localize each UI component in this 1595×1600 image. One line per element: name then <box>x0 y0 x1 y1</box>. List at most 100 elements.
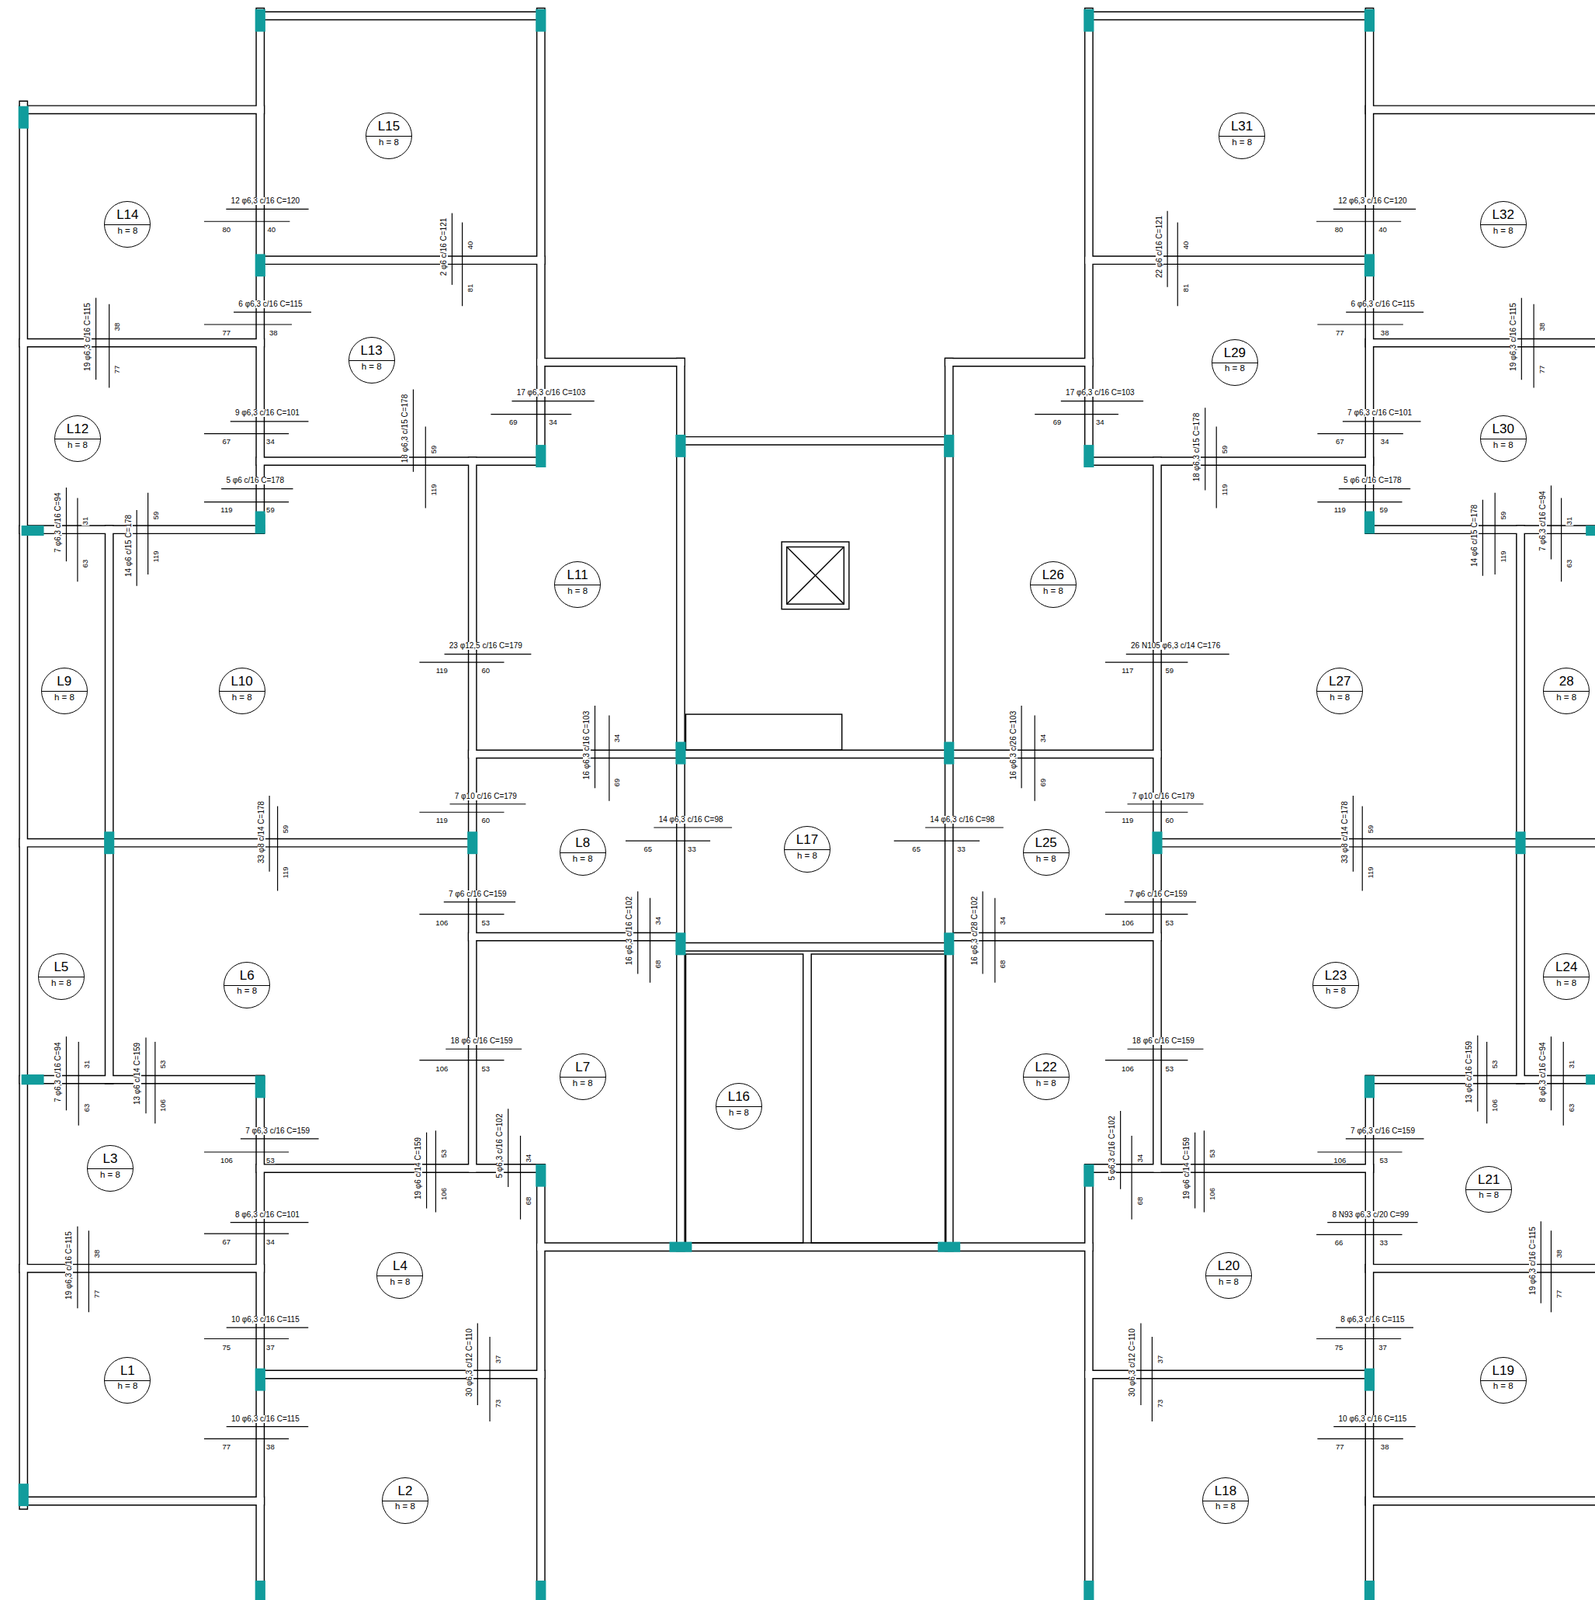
rebar-callout: 7 φ6,3 c/16 C=159 <box>244 1126 311 1135</box>
rebar-callout: 18 φ6 c/16 C=159 <box>1131 1036 1196 1045</box>
beam-fill <box>540 358 681 366</box>
bar-dimension: 34 <box>613 732 622 743</box>
slab-tag: L30h = 8 <box>1480 415 1527 462</box>
beam-fill <box>537 1168 545 1600</box>
rebar-callout: 10 φ6,3 c/16 C=115 <box>1338 1414 1408 1423</box>
rebar-callout: 26 N105 φ6,3 c/14 C=176 <box>1130 641 1221 650</box>
bar-dimension: 59 <box>1499 510 1508 521</box>
bar-dimension: 77 <box>113 364 122 375</box>
rebar-line <box>1333 208 1416 210</box>
rebar-callout: 2 φ6 c/16 C=121 <box>440 217 448 278</box>
slab-tag: L6h = 8 <box>223 961 271 1009</box>
rebar-line <box>147 492 149 575</box>
bar-dimension: 67 <box>221 438 233 447</box>
bar-dimension: 65 <box>643 845 654 853</box>
rebar-line <box>136 509 138 586</box>
beam-outline <box>536 1168 546 1600</box>
bar-dimension: 106 <box>434 918 449 927</box>
rebar-callout: 14 φ6 c/15 C=178 <box>1470 503 1479 568</box>
column <box>1364 1580 1375 1600</box>
beam-fill <box>1088 457 1370 465</box>
rebar-callout: 17 φ6,3 c/16 C=103 <box>1064 388 1136 397</box>
rebar-line <box>1204 407 1206 490</box>
rebar-callout: 5 φ6,3 c/16 C=102 <box>495 1113 504 1179</box>
rebar-callout: 19 φ6 c/14 C=159 <box>1182 1136 1191 1200</box>
slab-text: L3 <box>87 1151 133 1167</box>
rebar-callout: 18 φ6,3 c/15 C=178 <box>1192 412 1201 483</box>
rebar-line <box>226 1326 309 1328</box>
slab-tag-divider <box>1480 1380 1526 1381</box>
rebar-line <box>445 1048 522 1050</box>
rebar-line <box>204 1151 289 1152</box>
bar-dimension: 53 <box>265 1156 276 1165</box>
column <box>255 511 266 534</box>
slab-text: L1 <box>104 1363 150 1379</box>
slab-text: L24 <box>1543 960 1589 975</box>
rebar-line <box>65 1036 67 1110</box>
bar-dimension: 106 <box>1120 918 1135 927</box>
core-outline <box>686 714 843 750</box>
column <box>937 1241 961 1252</box>
rebar-callout: 12 φ6,3 c/16 C=120 <box>1337 197 1408 205</box>
beam-fill <box>472 932 681 940</box>
beam-fill <box>676 362 684 1248</box>
beam-fill <box>1157 839 1595 847</box>
bar-dimension: 38 <box>1380 329 1391 337</box>
column <box>535 444 546 468</box>
rebar-line <box>204 433 289 434</box>
rebar-callout: 6 φ6,3 c/16 C=115 <box>1349 300 1415 309</box>
rebar-line <box>1563 1041 1564 1126</box>
bar-dimension: 119 <box>1366 866 1375 880</box>
rebar-line <box>1140 1323 1141 1405</box>
rebar-callout: 14 φ6,3 c/16 C=98 <box>658 815 725 824</box>
rebar-callout: 7 φ6,3 c/16 C=94 <box>54 1040 63 1103</box>
beam-outline <box>949 932 1158 942</box>
rebar-callout: 19 φ6,3 c/16 C=115 <box>83 301 92 372</box>
slab-tag-divider <box>1030 584 1076 586</box>
slab-tag: L12h = 8 <box>54 415 101 462</box>
bar-dimension: 59 <box>265 506 276 515</box>
slab-tag: L3h = 8 <box>86 1144 134 1192</box>
slab-text: L12 <box>55 422 101 437</box>
slab-text: h = 8 <box>224 985 270 996</box>
slab-tag: L4h = 8 <box>376 1251 424 1299</box>
column <box>1364 253 1375 277</box>
slab-text: h = 8 <box>554 585 600 597</box>
shaft-symbol <box>781 541 850 610</box>
slab-tag-divider <box>554 584 600 586</box>
column <box>943 742 954 765</box>
rebar-callout: 7 φ10 c/16 C=179 <box>454 792 518 801</box>
beam-fill <box>23 839 473 847</box>
bar-dimension: 106 <box>159 1098 168 1113</box>
beam-fill <box>540 1243 1089 1251</box>
rebar-callout: 8 φ6,3 c/16 C=94 <box>1539 1040 1547 1103</box>
slab-tag-divider <box>1212 362 1258 364</box>
rebar-line <box>412 389 414 472</box>
rebar-line <box>1560 497 1562 582</box>
rebar-line <box>269 795 271 872</box>
bar-dimension: 34 <box>265 1237 276 1246</box>
beam-outline <box>472 932 681 942</box>
rebar-callout: 10 φ6,3 c/16 C=115 <box>230 1414 301 1423</box>
bar-dimension: 38 <box>93 1248 101 1259</box>
bar-dimension: 59 <box>429 443 438 455</box>
slab-text: h = 8 <box>219 692 265 703</box>
rebar-line <box>65 487 67 562</box>
bar-dimension: 119 <box>152 549 160 563</box>
slab-tag: L22h = 8 <box>1022 1053 1070 1100</box>
beam-fill <box>945 362 953 1248</box>
bar-dimension: 80 <box>221 225 233 234</box>
beam-outline <box>23 838 473 848</box>
bar-dimension: 53 <box>440 1147 448 1159</box>
beam-fill <box>1517 529 1525 1079</box>
beam-outline <box>260 1369 541 1380</box>
beam-outline <box>472 748 681 759</box>
rebar-line <box>449 803 526 805</box>
beam-outline <box>1088 456 1370 466</box>
rebar-line <box>204 323 292 325</box>
rebar-callout: 18 φ6,3 c/15 C=178 <box>401 393 410 465</box>
slab-tag: L26h = 8 <box>1029 561 1077 608</box>
beam-outline <box>1369 1263 1595 1273</box>
slab-text: h = 8 <box>1206 1276 1252 1287</box>
slab-tag-divider <box>560 1076 606 1078</box>
